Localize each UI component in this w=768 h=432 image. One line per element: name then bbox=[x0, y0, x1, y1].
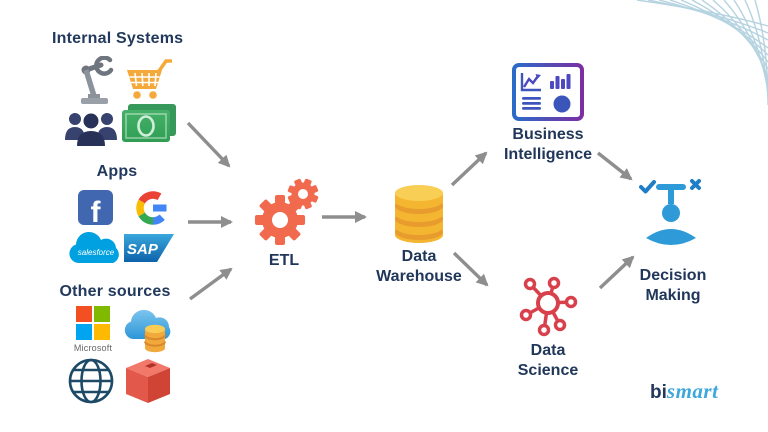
sap-wordmark: SAP bbox=[127, 241, 159, 258]
decision-making-label: Decision Making bbox=[639, 267, 707, 304]
logo-part-bi: bi bbox=[650, 382, 667, 403]
salesforce-icon: salesforce bbox=[62, 228, 130, 268]
internal-systems-heading: Internal Systems bbox=[52, 30, 184, 47]
microsoft-icon: Microsoft bbox=[70, 306, 116, 353]
etl-gears-icon bbox=[248, 178, 320, 248]
arrow-other-to-etl bbox=[188, 267, 233, 301]
decision-making-icon bbox=[636, 174, 706, 250]
etl-label: ETL bbox=[268, 252, 300, 269]
user-group-icon bbox=[64, 104, 118, 148]
other-sources-heading: Other sources bbox=[59, 283, 171, 300]
money-icon bbox=[120, 102, 178, 146]
x-mark bbox=[690, 179, 701, 190]
data-warehouse-icon bbox=[394, 183, 444, 245]
logo-part-smart: smart bbox=[666, 379, 719, 403]
facebook-letter: f bbox=[90, 196, 101, 225]
facebook-icon: f bbox=[78, 190, 113, 225]
data-warehouse-label: Data Warehouse bbox=[376, 248, 462, 285]
sap-icon: SAP bbox=[124, 234, 174, 262]
apps-heading: Apps bbox=[96, 163, 138, 180]
arrow-internal-to-etl bbox=[186, 121, 231, 168]
google-icon bbox=[133, 188, 173, 228]
microsoft-caption: Microsoft bbox=[73, 343, 113, 353]
cloud-database-icon bbox=[118, 302, 178, 358]
package-box-icon bbox=[120, 355, 176, 405]
decorative-fan-lines bbox=[636, 0, 768, 106]
bismart-logo: bismart bbox=[650, 379, 718, 404]
globe-icon bbox=[66, 356, 116, 406]
shopping-cart-icon bbox=[122, 58, 172, 102]
data-science-label: Data Science bbox=[517, 342, 579, 379]
salesforce-wordmark: salesforce bbox=[78, 248, 115, 257]
data-science-icon bbox=[516, 275, 580, 339]
business-intelligence-icon bbox=[512, 63, 584, 121]
business-intelligence-label: Business Intelligence bbox=[503, 126, 593, 163]
arrow-warehouse-to-bi bbox=[450, 151, 488, 187]
check-mark bbox=[639, 180, 656, 194]
robot-arm-icon bbox=[74, 56, 116, 108]
